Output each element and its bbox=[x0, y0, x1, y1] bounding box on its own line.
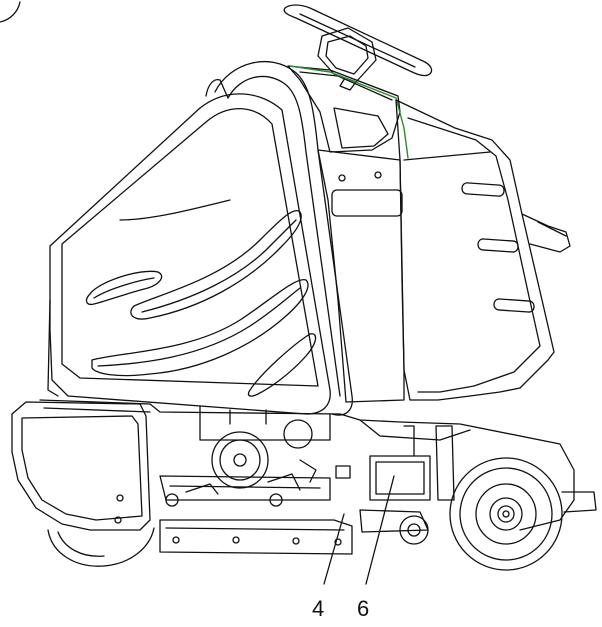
rear-wheel bbox=[449, 457, 597, 571]
middle-panel bbox=[317, 149, 405, 403]
linkage-mechanism bbox=[159, 409, 331, 507]
front-bumper bbox=[11, 401, 151, 531]
skirt-plate bbox=[159, 519, 353, 555]
steering-wheel bbox=[283, 4, 433, 91]
left-cover bbox=[47, 93, 331, 415]
leader-line-6 bbox=[365, 475, 395, 585]
cover-grooves bbox=[85, 210, 317, 397]
partial-circle-top-left bbox=[0, 1, 21, 23]
front-wheel bbox=[47, 527, 155, 567]
callout-label-6: 6 bbox=[357, 596, 370, 621]
hand-rail bbox=[205, 60, 353, 416]
chassis bbox=[39, 399, 575, 531]
leader-line-4 bbox=[323, 513, 345, 585]
callout-label-4: 4 bbox=[312, 596, 325, 621]
rear-body bbox=[395, 99, 571, 401]
wheel-bracket bbox=[359, 425, 455, 545]
console-trim-highlight bbox=[289, 65, 409, 159]
